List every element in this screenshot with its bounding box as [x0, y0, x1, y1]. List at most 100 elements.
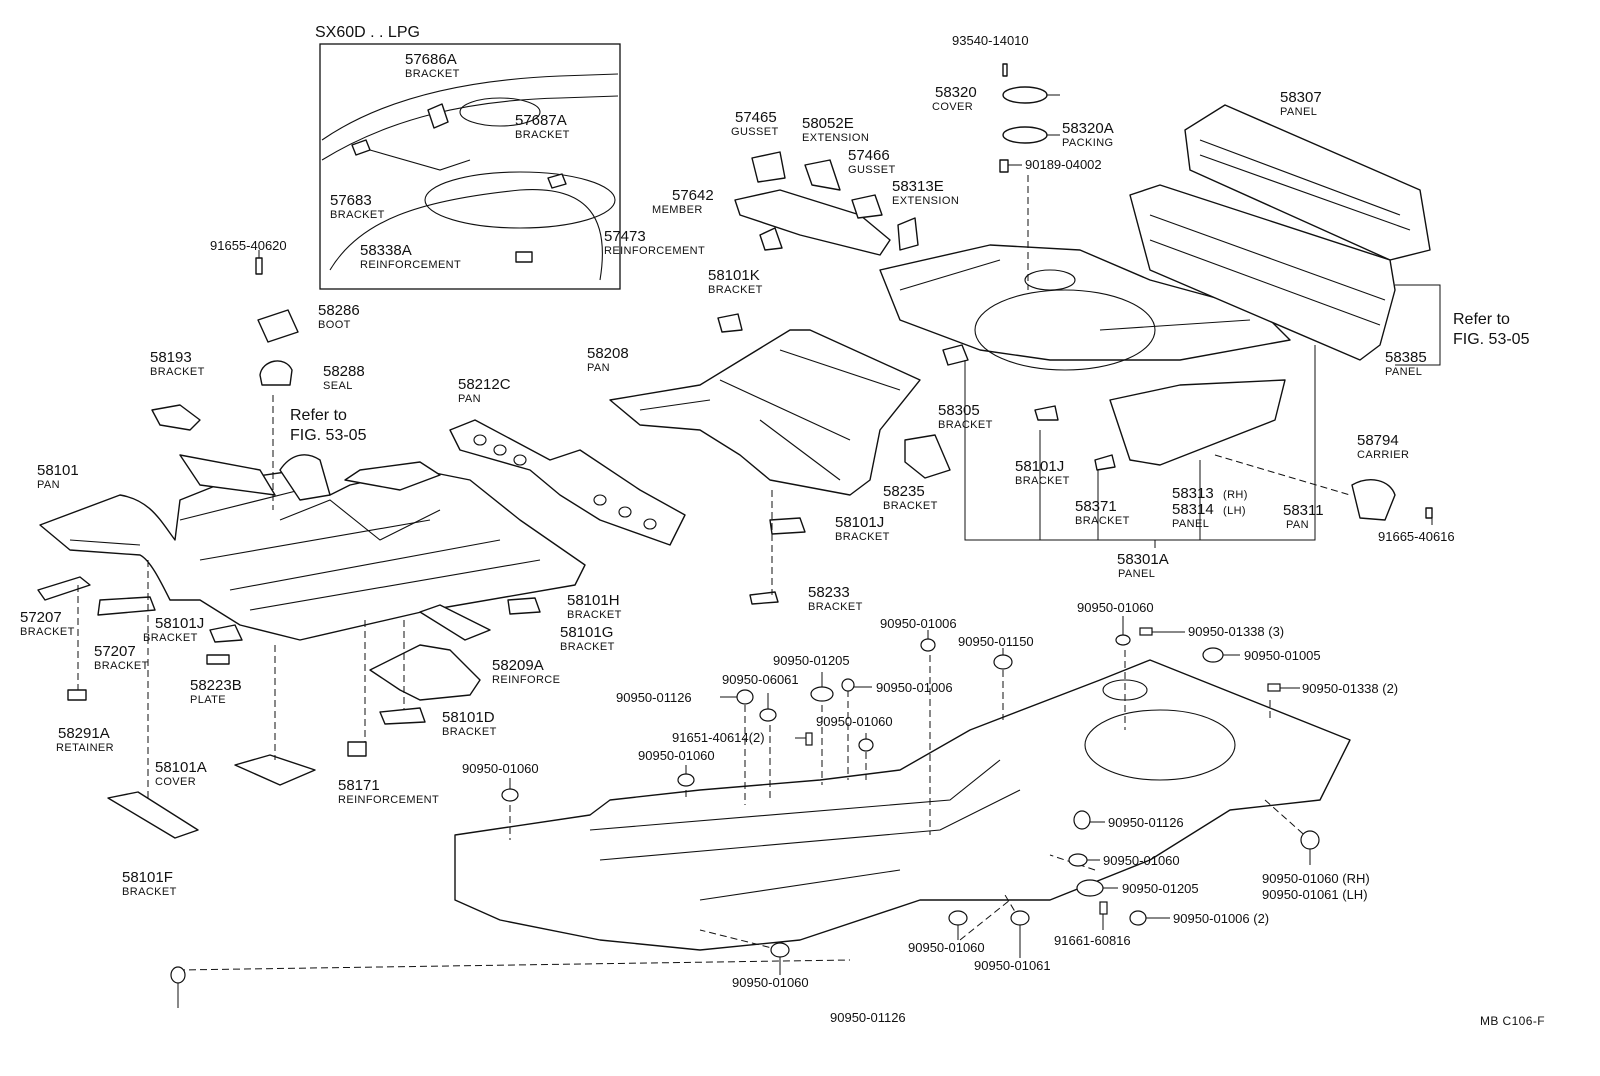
callout-58101K-num: 58101K	[708, 267, 760, 284]
plug-label-g24: 90950-01060 (RH)	[1262, 871, 1370, 886]
callout-58314-side: (LH)	[1223, 505, 1246, 517]
callout-57642-name: MEMBER	[652, 204, 703, 216]
bracket-58101G-shape	[419, 604, 491, 641]
plug-label-g25: 90950-01061 (LH)	[1262, 887, 1368, 902]
front-floor-pan-58101	[39, 454, 586, 641]
bracket-57687A-shape	[547, 173, 567, 189]
plug-g7	[759, 708, 777, 722]
plug-label-g8: 90950-01006	[876, 680, 953, 695]
solid-leaders	[964, 284, 1441, 548]
callout-57683-num: 57683	[330, 192, 372, 209]
plug-g16	[1068, 853, 1088, 867]
callout-91665-40616-num: 91665-40616	[1378, 529, 1455, 544]
plug-label-g9: 90950-01126	[616, 690, 692, 705]
bolt-91665-shape	[1425, 507, 1433, 519]
callout-57473-num: 57473	[604, 228, 646, 245]
callout-58101H-name: BRACKET	[567, 609, 622, 621]
bracket-57207a-shape	[37, 576, 91, 601]
inset-lpg: SX60D . . LPG	[315, 24, 621, 290]
reinforce-58209A-shape	[369, 644, 481, 701]
plug-g6	[810, 686, 834, 702]
callout-58101K-name: BRACKET	[708, 284, 763, 296]
callout-58101J-b-num: 58101J	[835, 514, 884, 531]
callout-58338A-name: REINFORCEMENT	[360, 259, 461, 271]
plug-g5	[1202, 647, 1224, 663]
bracket-57207b-shape	[97, 596, 156, 616]
callout-58313-side: (RH)	[1223, 489, 1248, 501]
panel-58313-shape	[1109, 379, 1286, 466]
seal-58288-shape	[259, 360, 293, 386]
bracket-58101K-shape	[717, 313, 743, 333]
plug-g4	[1139, 627, 1153, 636]
callout-58101A-name: COVER	[155, 776, 196, 788]
cover-58320-shape	[1002, 86, 1048, 104]
plug-label-g18: 90950-01006 (2)	[1173, 911, 1269, 926]
reinforcement-58338A-shape	[515, 251, 533, 263]
callout-58320A-num: 58320A	[1062, 120, 1114, 137]
plug-g1	[1115, 634, 1131, 646]
plug-g22	[770, 942, 790, 958]
callout-58101J-b-name: BRACKET	[835, 531, 890, 543]
bracket-58193-assembly	[179, 454, 276, 496]
packing-58320A-shape	[1002, 126, 1048, 144]
extension-58052E-shape	[804, 159, 841, 191]
callout-93540-14010-num: 93540-14010	[952, 33, 1029, 48]
dashed-leaders	[77, 175, 1351, 971]
callout-57465-name: GUSSET	[731, 126, 779, 138]
underbody-floor-shape	[454, 659, 1351, 951]
plug-label-g15: 90950-01126	[1108, 815, 1184, 830]
callout-58101-name: PAN	[37, 479, 60, 491]
plug-label-g6: 90950-01205	[773, 653, 850, 668]
bracket-58235-shape	[904, 434, 951, 479]
callout-58305-name: BRACKET	[938, 419, 993, 431]
callout-57207a-name: BRACKET	[20, 626, 75, 638]
callout-58305-num: 58305	[938, 402, 980, 419]
callout-58320-name: COVER	[932, 101, 973, 113]
callout-58320-num: 58320	[935, 84, 977, 101]
callout-58235-num: 58235	[883, 483, 925, 500]
callout-58307-num: 58307	[1280, 89, 1322, 106]
retainer-58291A-shape	[67, 689, 87, 701]
member-57642-shape	[734, 189, 891, 256]
callout-58212C-name: PAN	[458, 393, 481, 405]
callout-91655-40620-num: 91655-40620	[210, 238, 287, 253]
plug-g15	[1073, 810, 1091, 830]
plug-label-g21: 90950-01061	[974, 958, 1051, 973]
plug-label-g16: 90950-01060	[1103, 853, 1180, 868]
refer-right-line1: Refer to	[1453, 311, 1510, 328]
callout-58101D-num: 58101D	[442, 709, 495, 726]
refer-left-line2: FIG. 53-05	[290, 427, 367, 444]
callout-58371-name: BRACKET	[1075, 515, 1130, 527]
bolt-93540-shape	[1002, 63, 1008, 77]
callout-58313-num: 58313	[1172, 485, 1214, 502]
callout-57207a-num: 57207	[20, 609, 62, 626]
callout-58291A-num: 58291A	[58, 725, 110, 742]
plug-label-g11: 90950-01060	[816, 714, 893, 729]
bracket-58101J-b-shape	[769, 517, 806, 535]
callout-58371-num: 58371	[1075, 498, 1117, 515]
bracket-58101D-shape	[379, 707, 426, 725]
callout-58301A-num: 58301A	[1117, 551, 1169, 568]
plug-g10	[1267, 683, 1281, 692]
plug-g3	[993, 654, 1013, 670]
plug-label-g17: 90950-01205	[1122, 881, 1199, 896]
inset-title: SX60D . . LPG	[315, 24, 420, 41]
plug-label-g2: 90950-01006	[880, 616, 957, 631]
callout-58101J-a-name: BRACKET	[143, 632, 198, 644]
plugs	[170, 627, 1320, 984]
plug-g19	[1099, 901, 1108, 915]
bracket-58101F-shape	[107, 791, 199, 839]
bracket-58101H-shape	[507, 597, 541, 615]
reinforcement-58171-shape	[347, 741, 367, 757]
plug-label-g20: 90950-01060	[908, 940, 985, 955]
callout-58288-name: SEAL	[323, 380, 353, 392]
callout-90189-04002-num: 90189-04002	[1025, 157, 1102, 172]
carrier-58794-shape	[1351, 479, 1396, 521]
cover-58101A-shape	[234, 754, 316, 786]
callout-57465-num: 57465	[735, 109, 777, 126]
callout-58223B-num: 58223B	[190, 677, 242, 694]
bracket-58233-shape	[749, 591, 779, 605]
callout-58101-num: 58101	[37, 462, 79, 479]
callout-58311-num: 58311	[1283, 502, 1324, 519]
callout-57207b-num: 57207	[94, 643, 136, 660]
